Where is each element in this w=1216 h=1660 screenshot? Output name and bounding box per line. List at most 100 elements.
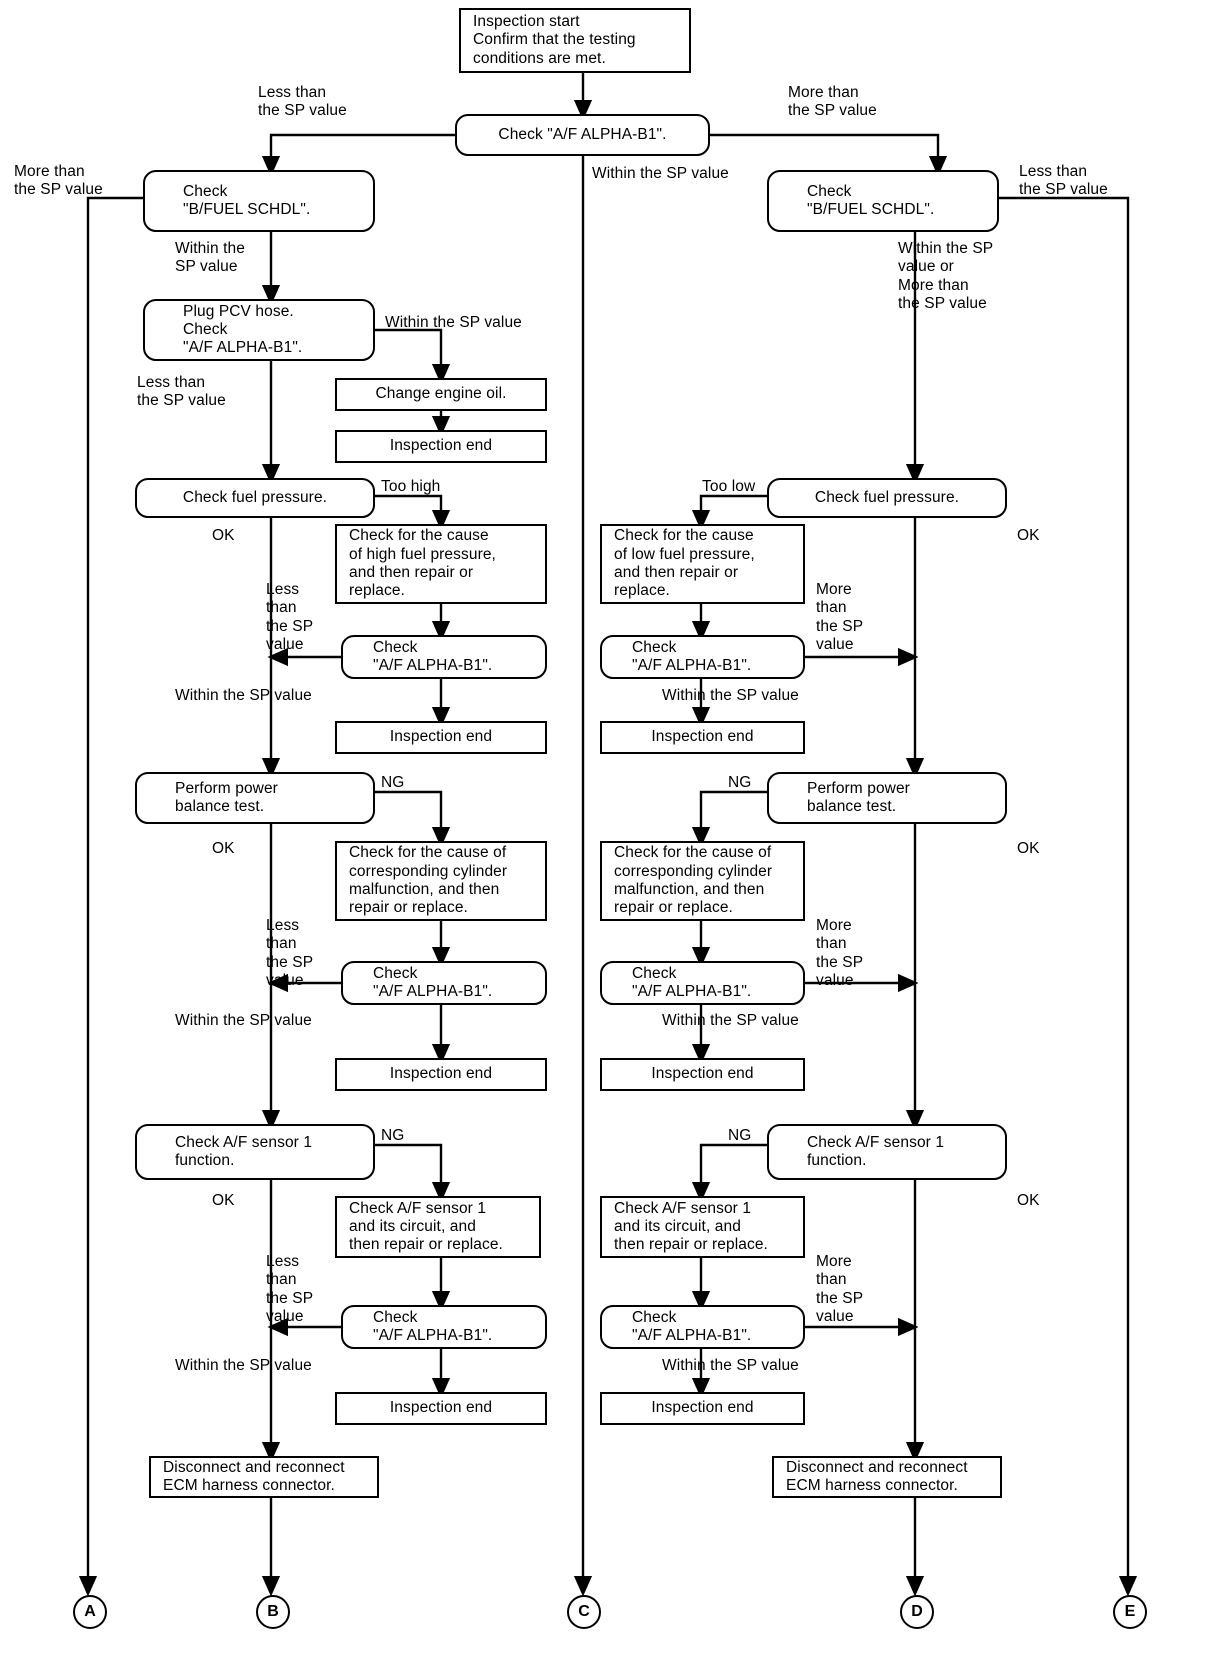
flow-edge-label-lbl_within_pcv: Within the SP value (385, 314, 522, 331)
flow-node-r_end4: Inspection end (600, 1392, 805, 1425)
flow-node-r_lowcause: Check for the cause of low fuel pressure… (600, 524, 805, 604)
flow-node-r_end2: Inspection end (600, 721, 805, 754)
flow-node-r_af4: Check "A/F ALPHA-B1". (600, 1305, 805, 1349)
flow-node-r_sensor: Check A/F sensor 1 function. (767, 1124, 1007, 1180)
flow-node-l_cylcause: Check for the cause of corresponding cyl… (335, 841, 547, 921)
flow-connector-letter: A (84, 1603, 96, 1620)
flow-node-label: Check "A/F ALPHA-B1". (632, 638, 752, 674)
flow-node-l_pcv: Plug PCV hose. Check "A/F ALPHA-B1". (143, 299, 375, 361)
flow-edge-label-lbl_within_l2: Within the SP value (175, 687, 312, 704)
flow-node-l_highcause: Check for the cause of high fuel pressur… (335, 524, 547, 604)
flow-edge-label-lbl_lessthan_l4: Less than the SP value (266, 1253, 314, 1325)
flow-node-afalpha_top: Check "A/F ALPHA-B1". (455, 114, 710, 156)
flow-node-label: Disconnect and reconnect ECM harness con… (163, 1458, 345, 1494)
flow-node-label: Check A/F sensor 1 and its circuit, and … (614, 1199, 768, 1254)
flow-edge-label-lbl_ok_l1: OK (212, 527, 235, 544)
flow-node-l_af3: Check "A/F ALPHA-B1". (341, 961, 547, 1005)
flow-edge-label-lbl_within_left1: Within the SP value (175, 240, 245, 276)
flow-node-l_bfuel: Check "B/FUEL SCHDL". (143, 170, 375, 232)
flow-edge-label-lbl_within_r2: Within the SP value (662, 687, 799, 704)
flow-connector-letter: C (578, 1603, 590, 1620)
flow-edge-label-lbl_ok_r1: OK (1017, 527, 1040, 544)
flow-node-label: Check for the cause of low fuel pressure… (614, 527, 755, 600)
flow-node-l_sensorfix: Check A/F sensor 1 and its circuit, and … (335, 1196, 541, 1258)
flow-node-label: Plug PCV hose. Check "A/F ALPHA-B1". (183, 302, 303, 357)
flow-node-label: Inspection end (651, 728, 754, 746)
flow-edge-label-lbl_ng_l2: NG (381, 1127, 405, 1144)
flow-wire (78, 196, 143, 1597)
flow-node-r_fuelpress: Check fuel pressure. (767, 478, 1007, 518)
flow-wire (710, 133, 948, 177)
flow-node-r_cylcause: Check for the cause of corresponding cyl… (600, 841, 805, 921)
flow-edge-label-lbl_within_l4: Within the SP value (175, 1357, 312, 1374)
flow-edge-label-lbl_lessthan_pcv: Less than the SP value (137, 374, 226, 410)
flow-edge-label-lbl_ng_r: NG (728, 774, 752, 791)
flow-wire (375, 790, 451, 848)
flow-node-r_af3: Check "A/F ALPHA-B1". (600, 961, 805, 1005)
flow-node-label: Check "B/FUEL SCHDL". (183, 182, 311, 218)
flow-node-label: Check fuel pressure. (814, 488, 960, 506)
flow-edge-label-lbl_within_l3: Within the SP value (175, 1012, 312, 1029)
flow-node-r_bfuel: Check "B/FUEL SCHDL". (767, 170, 999, 232)
flow-connector-a: A (73, 1595, 107, 1629)
flow-node-r_power: Perform power balance test. (767, 772, 1007, 824)
flow-node-label: Check "B/FUEL SCHDL". (807, 182, 935, 218)
flow-edge-label-lbl_toolow: Too low (702, 478, 756, 495)
flow-node-l_af2: Check "A/F ALPHA-B1". (341, 635, 547, 679)
flow-node-r_end3: Inspection end (600, 1058, 805, 1091)
flow-node-label: Inspection end (389, 1065, 493, 1083)
flow-node-label: Check A/F sensor 1 function. (175, 1133, 313, 1169)
flow-connector-b: B (256, 1595, 290, 1629)
flow-node-label: Check for the cause of corresponding cyl… (614, 844, 773, 917)
flow-edge-label-lbl_within_r3: Within the SP value (662, 1012, 799, 1029)
flow-node-l_sensor: Check A/F sensor 1 function. (135, 1124, 375, 1180)
flow-node-label: Inspection end (389, 1399, 493, 1417)
flow-node-l_end4: Inspection end (335, 1392, 547, 1425)
flow-node-label: Check A/F sensor 1 and its circuit, and … (349, 1199, 503, 1254)
flow-wire (375, 328, 451, 385)
flow-node-label: Check "A/F ALPHA-B1". (498, 125, 667, 143)
flow-node-l_end2: Inspection end (335, 721, 547, 754)
flow-edge-label-lbl_morethan_top: More than the SP value (788, 84, 877, 120)
flow-node-l_end3: Inspection end (335, 1058, 547, 1091)
flow-node-r_af2: Check "A/F ALPHA-B1". (600, 635, 805, 679)
flow-node-label: Inspection end (651, 1065, 754, 1083)
flow-wire (691, 1143, 767, 1203)
flow-edge-label-lbl_morethan_r4: More than the SP value (816, 1253, 864, 1325)
flow-node-label: Check "A/F ALPHA-B1". (373, 1308, 493, 1344)
flow-node-r_ecm: Disconnect and reconnect ECM harness con… (772, 1456, 1002, 1498)
flow-connector-e: E (1113, 1595, 1147, 1629)
flow-node-label: Inspection start Confirm that the testin… (473, 13, 636, 67)
flow-edge-label-lbl_toohigh: Too high (381, 478, 441, 495)
flow-node-label: Inspection end (389, 728, 493, 746)
flow-node-l_end1: Inspection end (335, 430, 547, 463)
flow-node-label: Check fuel pressure. (182, 488, 328, 506)
flow-node-label: Perform power balance test. (175, 779, 278, 815)
flow-edge-label-lbl_lessthan_l3: Less than the SP value (266, 917, 314, 989)
flow-connector-letter: E (1124, 1603, 1136, 1620)
flow-connector-letter: B (267, 1603, 279, 1620)
flow-node-label: Inspection end (651, 1399, 754, 1417)
flow-wire (375, 494, 451, 531)
flow-edge-label-lbl_ok_l2: OK (212, 840, 235, 857)
flow-node-r_sensorfix: Check A/F sensor 1 and its circuit, and … (600, 1196, 805, 1258)
flow-node-label: Check "A/F ALPHA-B1". (373, 964, 493, 1000)
flow-edge-label-lbl_ng_l: NG (381, 774, 405, 791)
flow-edge-label-lbl_ok_r3: OK (1017, 1192, 1040, 1209)
flow-node-label: Inspection end (389, 437, 493, 455)
flow-node-label: Perform power balance test. (807, 779, 910, 815)
flow-connector-c: C (567, 1595, 601, 1629)
flow-wire (691, 790, 767, 848)
flow-node-label: Check "A/F ALPHA-B1". (632, 964, 752, 1000)
flow-edge-label-lbl_lessthan_top: Less than the SP value (258, 84, 347, 120)
flow-edge-label-lbl_within_right1: Within the SP value or More than the SP … (898, 240, 994, 312)
flow-node-label: Disconnect and reconnect ECM harness con… (786, 1458, 968, 1494)
flow-edge-label-lbl_morethan_far_left: More than the SP value (14, 163, 103, 199)
flow-wire (691, 494, 767, 531)
flow-edge-label-lbl_ok_r2: OK (1017, 840, 1040, 857)
flow-edge-label-lbl_within_r4: Within the SP value (662, 1357, 799, 1374)
flow-node-label: Check A/F sensor 1 function. (807, 1133, 945, 1169)
flow-edge-label-lbl_lessthan_far_right: Less than the SP value (1019, 163, 1108, 199)
flow-node-start: Inspection start Confirm that the testin… (459, 8, 691, 73)
